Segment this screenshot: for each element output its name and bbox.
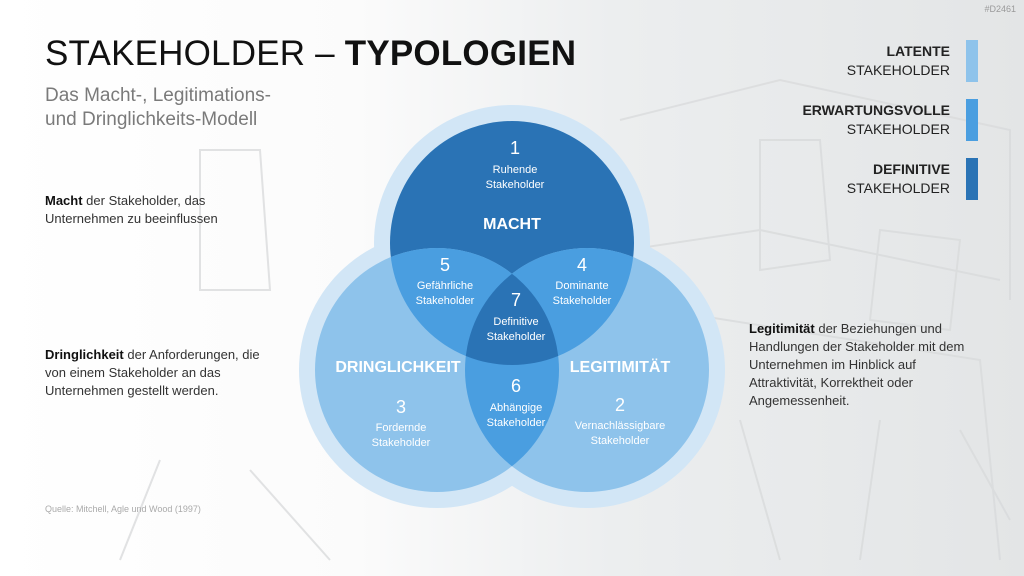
circle-label-legitimitaet: LEGITIMITÄT — [570, 358, 671, 376]
region-3-line-1: Fordernde — [376, 422, 427, 434]
region-2-number: 2 — [615, 395, 625, 415]
region-6-line-2: Stakeholder — [487, 417, 546, 429]
region-5-line-1: Gefährliche — [417, 280, 473, 292]
circle-label-macht: MACHT — [483, 216, 541, 233]
region-6-line-1: Abhängige — [490, 402, 543, 414]
region-4-line-2: Stakeholder — [553, 295, 612, 307]
region-2-line-1: Vernachlässigbare — [575, 420, 666, 432]
region-5-line-2: Stakeholder — [416, 295, 475, 307]
region-7-number: 7 — [511, 290, 521, 310]
region-3-number: 3 — [396, 397, 406, 417]
region-7-line-2: Stakeholder — [487, 331, 546, 343]
region-6-number: 6 — [511, 376, 521, 396]
region-7-line-1: Definitive — [493, 316, 538, 328]
region-3-line-2: Stakeholder — [372, 437, 431, 449]
region-4-number: 4 — [577, 255, 587, 275]
region-5-number: 5 — [440, 255, 450, 275]
region-2-line-2: Stakeholder — [591, 435, 650, 447]
circle-label-dringlichkeit: DRINGLICHKEIT — [335, 359, 461, 376]
region-1-line-2: Stakeholder — [486, 179, 545, 191]
region-1-number: 1 — [510, 138, 520, 158]
region-1-line-1: Ruhende — [493, 164, 538, 176]
region-4-line-1: Dominante — [555, 280, 608, 292]
